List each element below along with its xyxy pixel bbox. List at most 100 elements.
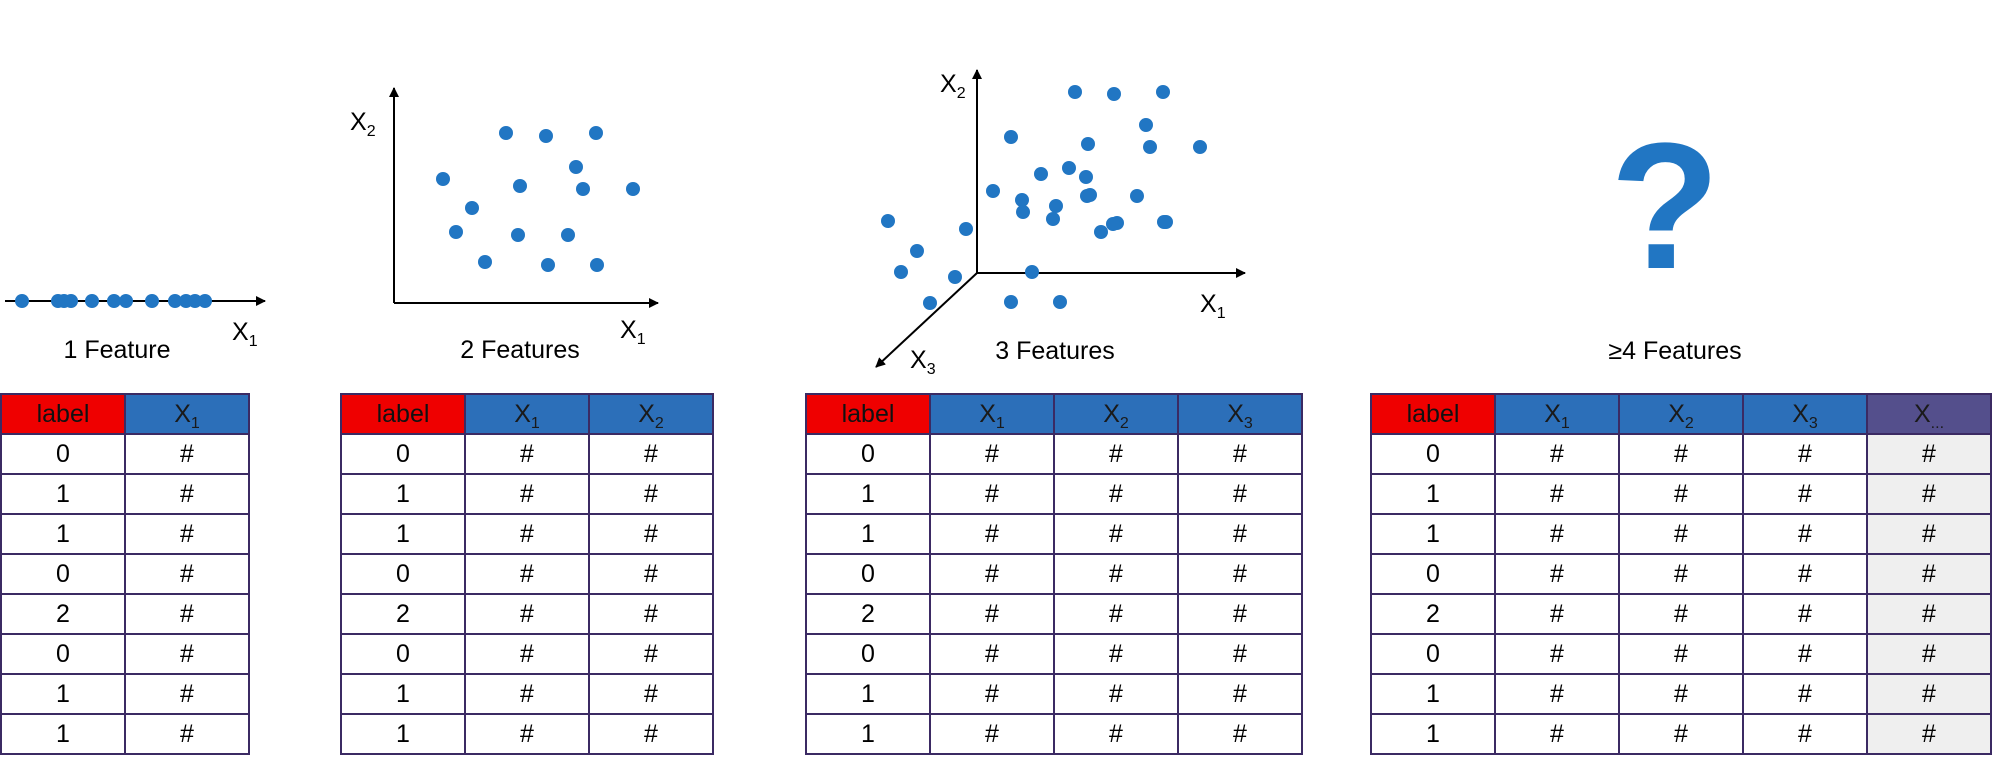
table-row: 2## [340, 593, 714, 635]
table-row: 0#### [1370, 553, 1992, 595]
feature-cell: # [1053, 593, 1179, 635]
data-point [198, 294, 212, 308]
data-point [1139, 118, 1153, 132]
feature-cell: # [1494, 473, 1620, 515]
data-point [910, 244, 924, 258]
feature-cell: # [464, 513, 590, 555]
points-2d [436, 126, 640, 272]
data-point [626, 182, 640, 196]
feature-cell: # [1177, 473, 1303, 515]
table-row: 1### [805, 713, 1303, 755]
data-point [1004, 130, 1018, 144]
feature-cell: # [1177, 633, 1303, 675]
feature-cell: # [1177, 713, 1303, 755]
label-cell: 0 [1370, 553, 1496, 595]
table-row: 0#### [1370, 633, 1992, 675]
feature-plots: X1 1 Feature X2 X1 2 Features X2 X1 X3 3… [5, 69, 1742, 378]
label-cell: 0 [340, 433, 466, 475]
feature-cell: # [1177, 513, 1303, 555]
question-mark-icon: ? [1610, 106, 1720, 307]
table-row: 1## [340, 713, 714, 755]
table-row: 0# [0, 633, 250, 675]
feature-cell: # [588, 473, 714, 515]
label-cell: 0 [1370, 433, 1496, 475]
table-row: 1#### [1370, 713, 1992, 755]
axis-label-x3: X3 [910, 346, 936, 378]
table-row: 1# [0, 673, 250, 715]
label-cell: 1 [340, 473, 466, 515]
panel-2-features: X2 X1 2 Features [350, 87, 659, 364]
panel-caption: ≥4 Features [1608, 337, 1741, 365]
table-row: 1# [0, 473, 250, 515]
data-point [168, 294, 182, 308]
label-cell: 1 [340, 713, 466, 755]
data-point [1081, 137, 1095, 151]
points-3d [881, 85, 1207, 310]
data-point [1062, 161, 1076, 175]
label-cell: 0 [340, 633, 466, 675]
label-cell: 1 [1370, 513, 1496, 555]
feature-cell: # [1494, 673, 1620, 715]
table-row: 0# [0, 433, 250, 475]
feature-cell: # [588, 713, 714, 755]
feature-cell: # [124, 433, 250, 475]
feature-cell: # [1494, 593, 1620, 635]
label-cell: 1 [1370, 473, 1496, 515]
feature-cell: # [588, 513, 714, 555]
feature-cell: # [464, 633, 590, 675]
feature-cell: # [1866, 593, 1992, 635]
feature-cell: # [1866, 673, 1992, 715]
label-header: label [805, 393, 931, 435]
label-cell: 1 [0, 513, 126, 555]
data-point [986, 184, 1000, 198]
feature-cell: # [1494, 633, 1620, 675]
feature-header: X1 [124, 393, 250, 435]
axis-label-x2: X2 [940, 70, 966, 102]
feature-cell: # [1866, 713, 1992, 755]
feature-cell: # [464, 713, 590, 755]
data-point [511, 228, 525, 242]
label-cell: 1 [0, 473, 126, 515]
data-point [1094, 225, 1108, 239]
panel-4-features: ? ≥4 Features [1608, 106, 1741, 365]
data-point [1068, 85, 1082, 99]
feature-cell: # [929, 593, 1055, 635]
label-cell: 1 [0, 673, 126, 715]
feature-cell: # [1742, 553, 1868, 595]
feature-cell: # [1866, 633, 1992, 675]
table-row: 1### [805, 673, 1303, 715]
data-point [923, 296, 937, 310]
data-point [465, 201, 479, 215]
table-row: 2#### [1370, 593, 1992, 635]
data-point [1049, 199, 1063, 213]
data-point [1143, 140, 1157, 154]
feature-cell: # [1742, 713, 1868, 755]
feature-cell: # [929, 713, 1055, 755]
feature-cell: # [1866, 553, 1992, 595]
feature-cell: # [1742, 473, 1868, 515]
data-point [1157, 215, 1171, 229]
table-row: 0#### [1370, 433, 1992, 475]
data-point [1034, 167, 1048, 181]
data-point [1083, 188, 1097, 202]
data-point [449, 225, 463, 239]
panel-1-feature: X1 1 Feature [5, 294, 266, 364]
table-row: 1## [340, 473, 714, 515]
table-row: 0### [805, 553, 1303, 595]
label-cell: 0 [0, 433, 126, 475]
label-cell: 1 [340, 673, 466, 715]
label-cell: 0 [805, 553, 931, 595]
panel-caption: 3 Features [995, 337, 1115, 365]
label-cell: 0 [340, 553, 466, 595]
table-row: 0### [805, 433, 1303, 475]
data-point [107, 294, 121, 308]
feature-cell: # [1742, 593, 1868, 635]
feature-cell: # [929, 633, 1055, 675]
label-cell: 0 [805, 633, 931, 675]
data-point [1053, 295, 1067, 309]
